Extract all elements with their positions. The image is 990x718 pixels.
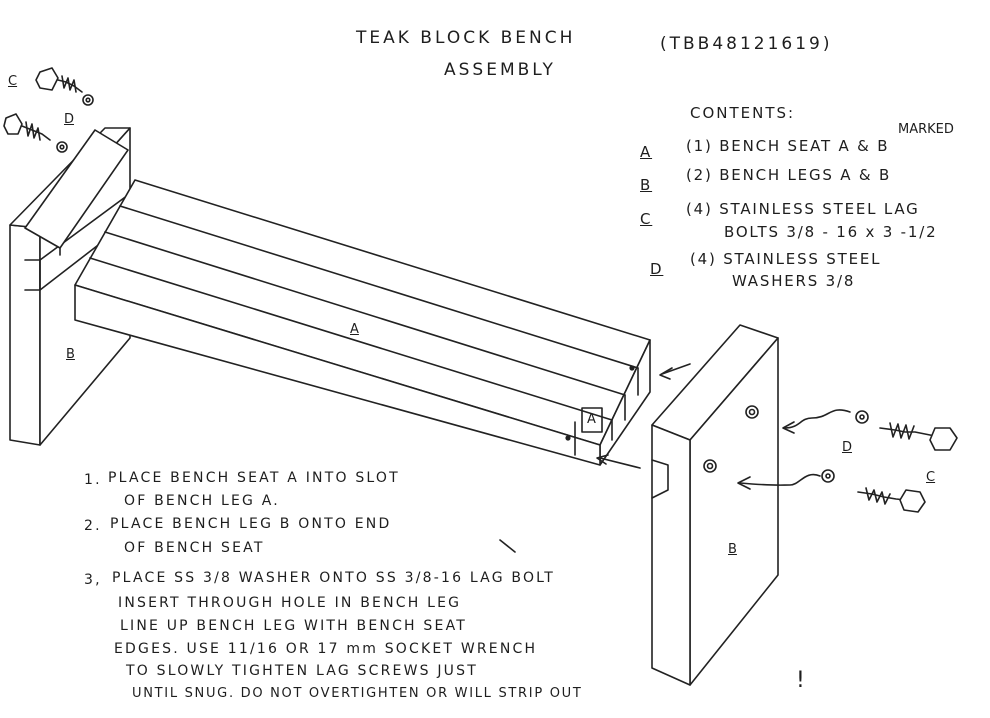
left-hardware [3,67,94,153]
contents-letter-c: C [640,210,653,228]
right-hardware [821,410,958,513]
contents-item-c-line2: BOLTS 3/8 - 16 x 3 -1/2 [724,223,938,241]
step-3-line-1: PLACE SS 3/8 WASHER ONTO SS 3/8-16 LAG B… [112,570,556,586]
title-line-2: ASSEMBLY [444,60,556,80]
left-bolt-label: C [8,74,18,89]
seat-end-label: A [587,412,596,427]
step-2-line-2: OF BENCH SEAT [124,540,265,556]
exclamation-mark: ! [796,668,808,693]
step-1-line-2: OF BENCH LEG A. [124,493,280,509]
step-3-line-2: INSERT THROUGH HOLE IN BENCH LEG [118,595,462,611]
assembly-arrows [499,363,851,553]
step-3-line-6: UNTIL SNUG. DO NOT OVERTIGHTEN OR WILL S… [132,686,583,701]
step-3-line-5: TO SLOWLY TIGHTEN LAG SCREWS JUST [126,663,478,679]
contents-heading: CONTENTS: [690,104,796,122]
step-2-line-1: PLACE BENCH LEG B ONTO END [110,516,392,532]
left-leg-label: B [66,347,75,362]
step-1-line-1: PLACE BENCH SEAT A INTO SLOT [108,470,400,486]
step-3-line-3: LINE UP BENCH LEG WITH BENCH SEAT [120,618,468,634]
left-washer-label: D [64,112,75,127]
seat-end-label-box [581,407,603,433]
contents-letter-b: B [640,176,653,194]
contents-letter-a: A [640,143,653,161]
title-line-1: TEAK BLOCK BENCH [356,28,576,48]
contents-letter-d: D [650,260,664,278]
step-3-number: 3, [84,572,102,588]
contents-item-b: (2) BENCH LEGS A & B [686,166,892,184]
right-leg-label: B [728,542,737,557]
step-1-number: 1. [84,472,102,488]
contents-item-d: (4) STAINLESS STEEL [690,250,882,268]
contents-item-d-line2: WASHERS 3/8 [732,272,856,290]
seat-label: A [350,322,359,337]
model-code: (TBB48121619) [660,34,833,54]
contents-item-c: (4) STAINLESS STEEL LAG [686,200,920,218]
contents-item-a: (1) BENCH SEAT A & B [686,137,890,155]
step-2-number: 2. [84,518,102,534]
bench-seat [74,179,651,466]
left-bench-leg [9,127,131,446]
right-washer-label: D [842,440,853,455]
marked-note: MARKED [898,122,954,137]
step-3-line-4: EDGES. USE 11/16 OR 17 mm SOCKET WRENCH [114,641,538,657]
right-bolt-label: C [926,470,936,485]
right-bench-leg [651,324,779,686]
